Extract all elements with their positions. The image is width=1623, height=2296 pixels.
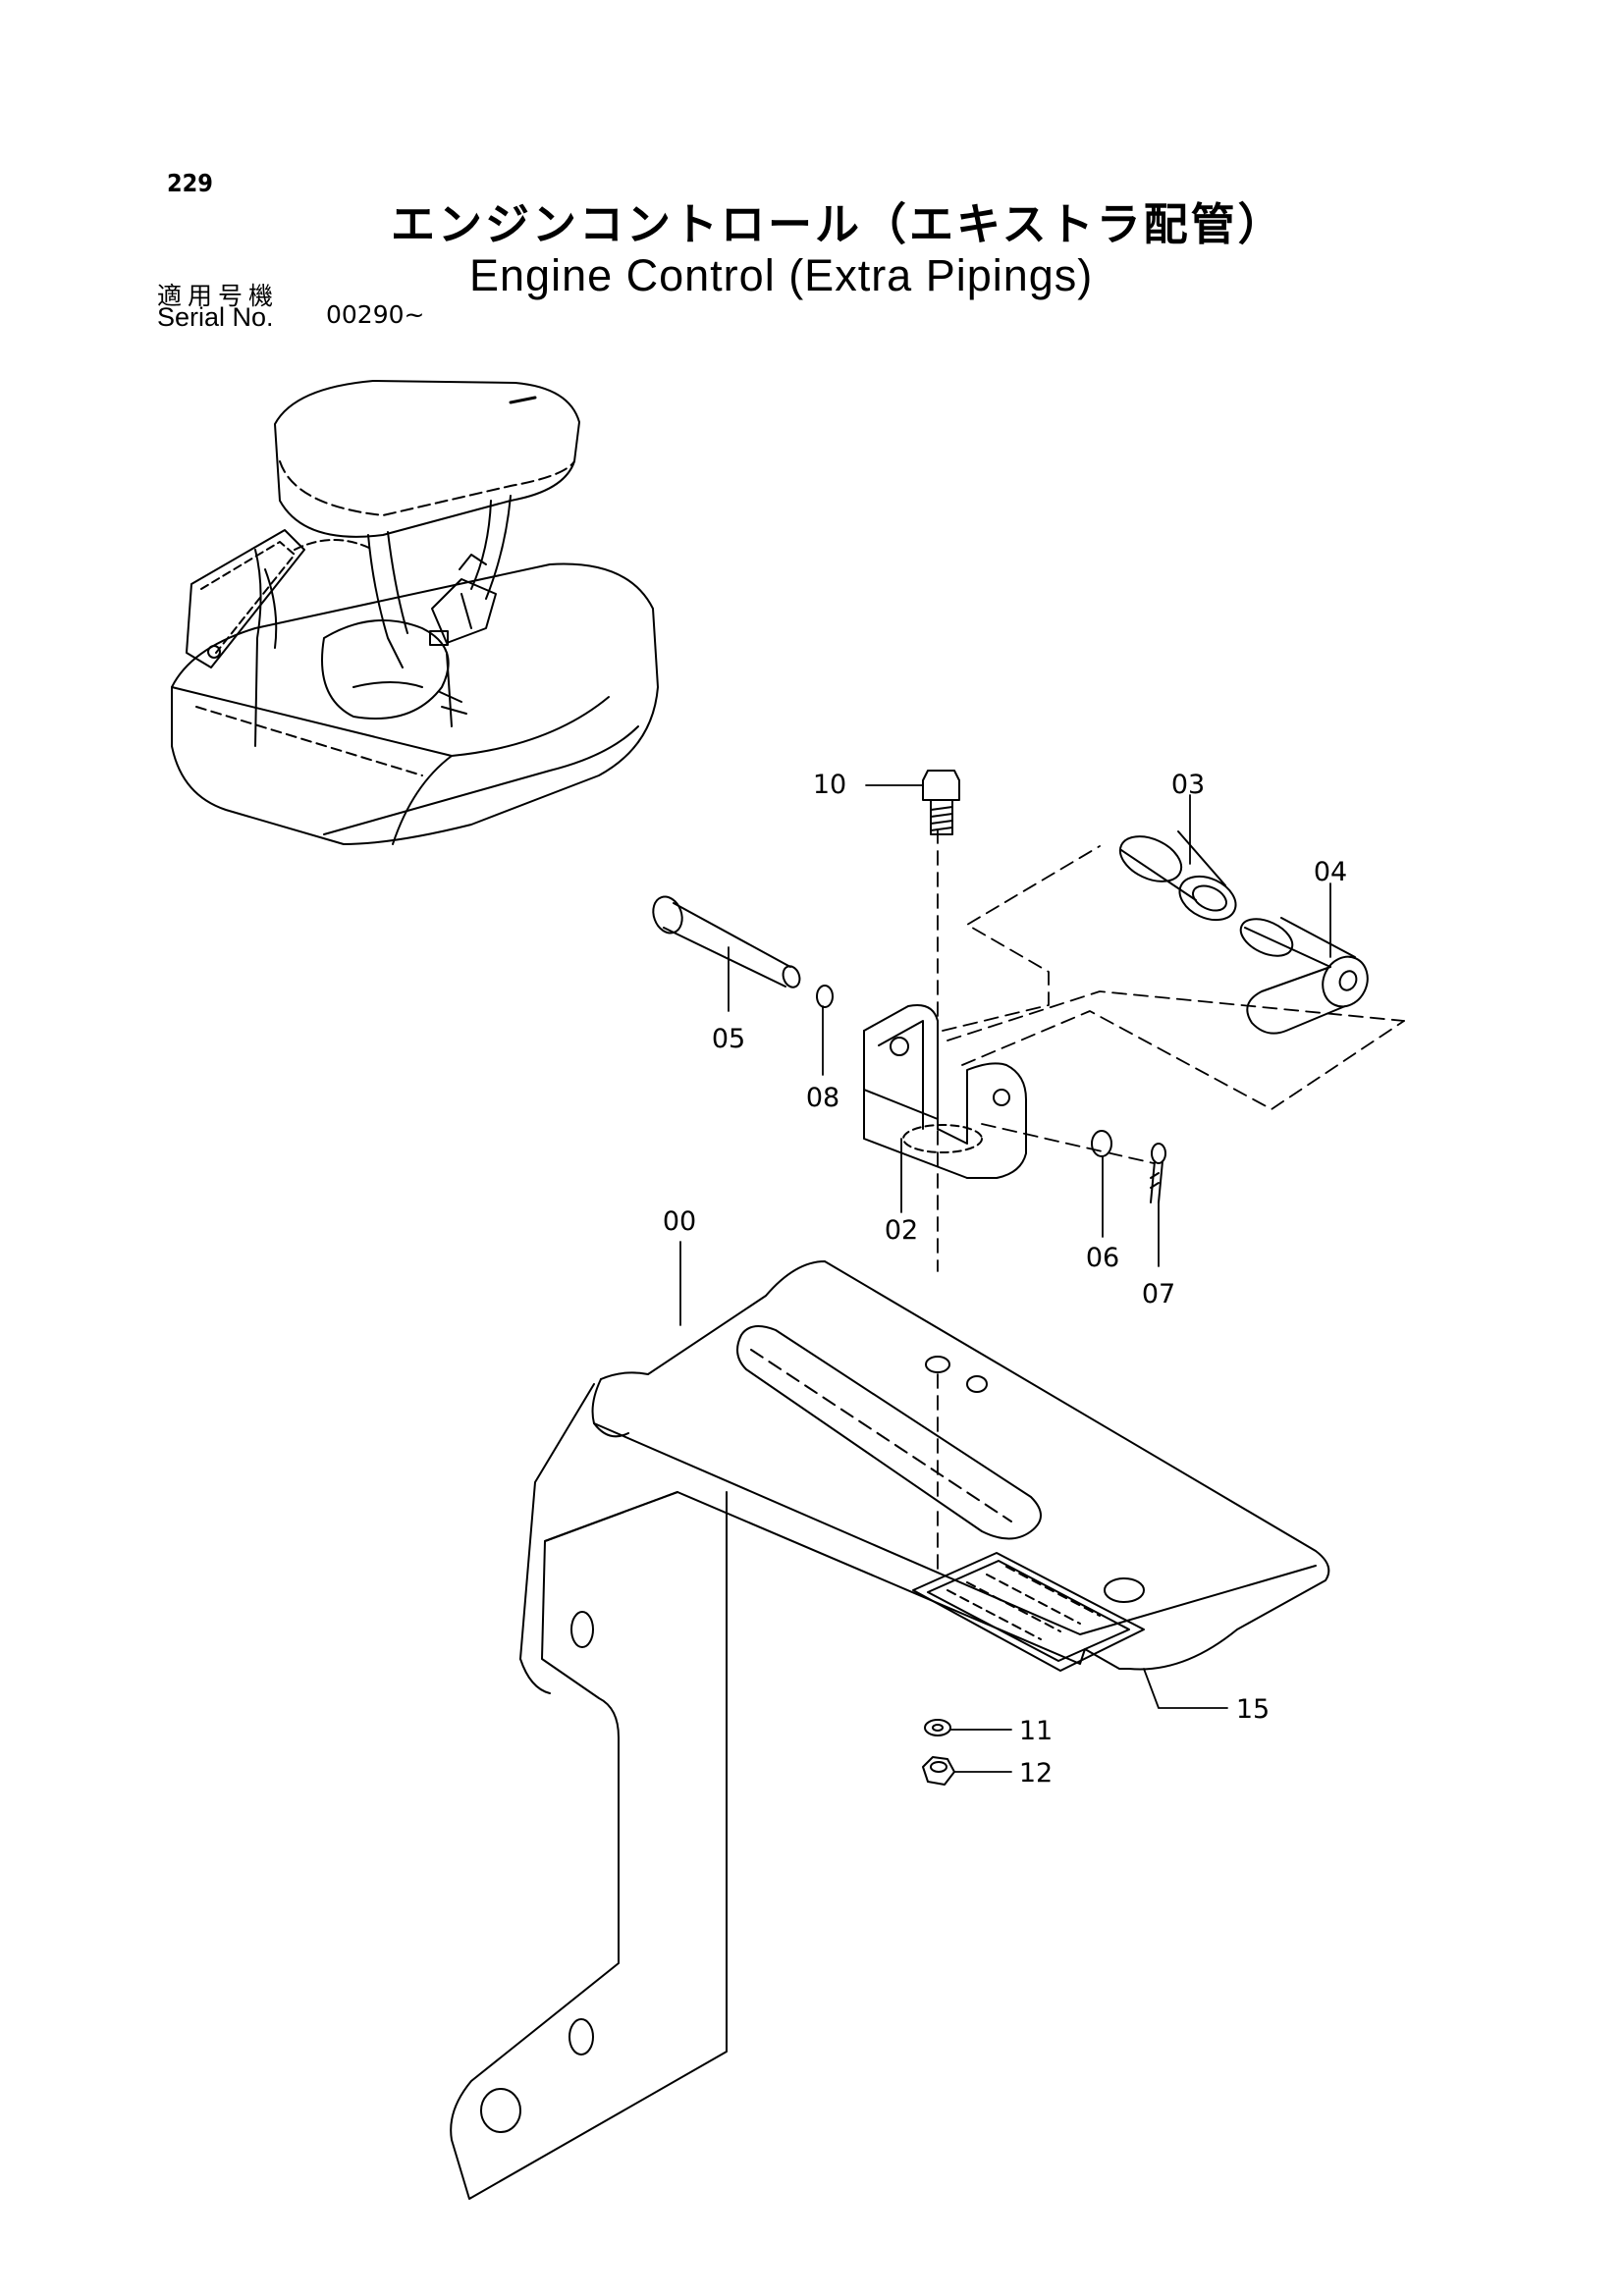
page-title-english: Engine Control (Extra Pipings) xyxy=(469,250,1094,300)
callout-label-00: 00 xyxy=(663,1206,696,1237)
nut-part-12 xyxy=(922,1756,955,1786)
machine-overview-illustration xyxy=(171,380,659,845)
cotter-pin-part-07 xyxy=(1150,1143,1166,1203)
bolt-part-10 xyxy=(922,770,960,835)
callout-label-06: 06 xyxy=(1086,1243,1119,1273)
pin-part-04 xyxy=(1239,917,1369,1035)
washer-part-06 xyxy=(1091,1130,1112,1157)
callout-label-04: 04 xyxy=(1314,857,1347,887)
leader-lines xyxy=(679,784,1331,1773)
washer-part-08 xyxy=(816,985,834,1008)
serial-number-value: 00290~ xyxy=(326,300,425,329)
serial-label-japanese: 適用号機 xyxy=(157,282,280,310)
page-title-japanese: エンジンコントロール（エキストラ配管） xyxy=(391,198,1285,250)
callout-label-15: 15 xyxy=(1236,1694,1270,1725)
callout-label-05: 05 xyxy=(712,1024,745,1054)
pin-part-05 xyxy=(652,895,801,988)
washer-part-11 xyxy=(924,1719,951,1736)
sleeve-part-03 xyxy=(1118,830,1237,922)
callout-label-11: 11 xyxy=(1019,1716,1053,1746)
callout-label-07: 07 xyxy=(1142,1279,1175,1309)
washer-hole-11 xyxy=(932,1724,944,1732)
bracket-part-02 xyxy=(863,1004,1027,1179)
callout-label-10: 10 xyxy=(813,770,846,800)
main-bracket-part-00 xyxy=(450,1260,1330,2200)
callout-label-03: 03 xyxy=(1171,770,1205,800)
serial-label-english: Serial No. xyxy=(157,302,274,332)
pad-part-15 xyxy=(912,1552,1145,1672)
assembly-lines xyxy=(937,828,1405,1576)
callout-label-02: 02 xyxy=(885,1215,918,1246)
page-number: 229 xyxy=(167,169,213,197)
callout-label-08: 08 xyxy=(806,1083,839,1113)
callout-label-12: 12 xyxy=(1019,1758,1053,1789)
